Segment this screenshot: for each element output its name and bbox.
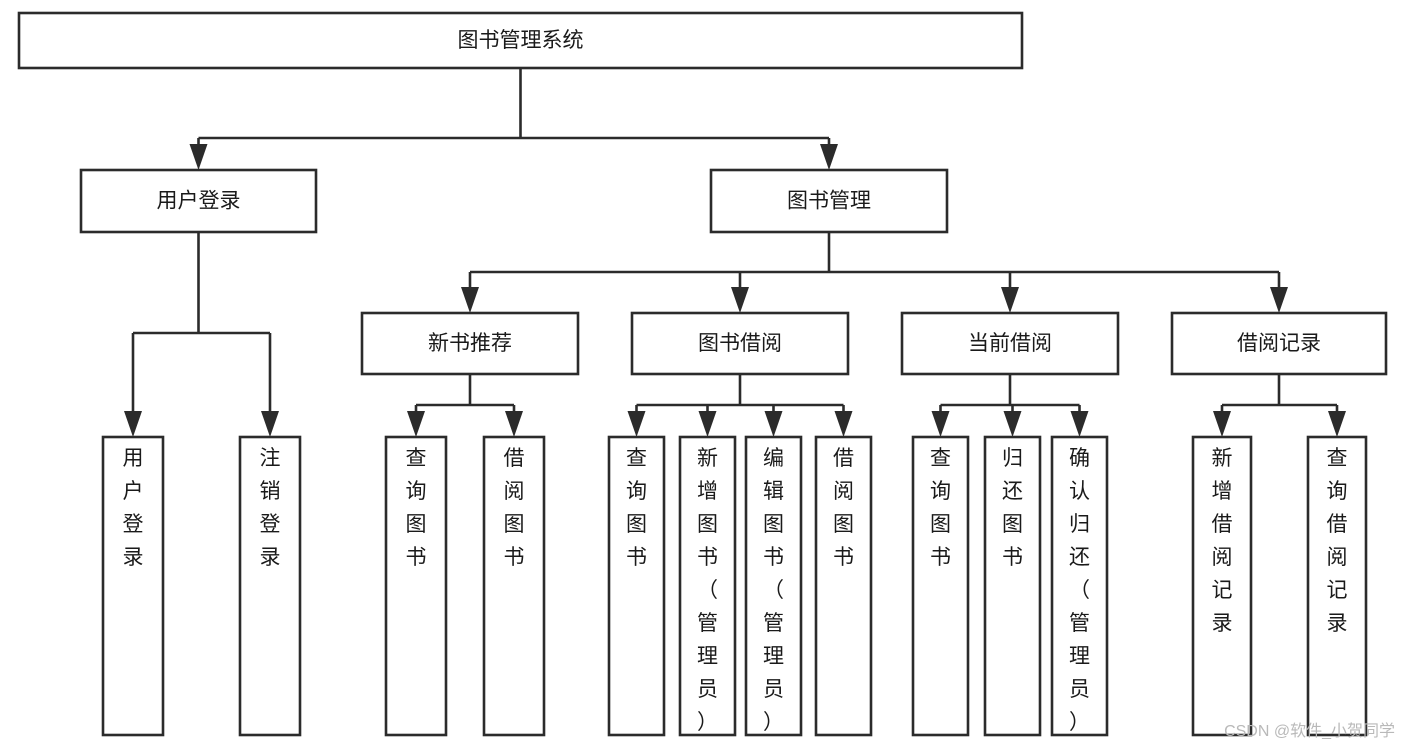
node-box-leaf-confirm-return-admin[interactable] bbox=[1050, 435, 1109, 737]
node-label-leaf-confirm-return-admin: 确认归还（管理员） bbox=[1069, 447, 1090, 734]
node-label-leaf-edit-book-admin: 编辑图书（管理员） bbox=[763, 447, 784, 734]
node-label-leaf-query-book-recommend: 查询图书 bbox=[406, 447, 427, 569]
node-label-leaf-query-book: 查询图书 bbox=[626, 447, 647, 569]
node-label-leaf-user-login: 用户登录 bbox=[123, 447, 144, 569]
node-label-leaf-borrow-book: 借阅图书 bbox=[833, 447, 854, 569]
node-box-current-borrow[interactable] bbox=[900, 311, 1120, 376]
node-label-leaf-return-book: 归还图书 bbox=[1002, 447, 1023, 569]
connector-root-to-book-management-arrowhead bbox=[820, 144, 838, 170]
node-label-leaf-query-book-current: 查询图书 bbox=[930, 447, 951, 569]
connector-borrow-record-to-leaf-add-borrow-record-arrowhead bbox=[1213, 411, 1231, 437]
node-box-leaf-query-book-recommend[interactable] bbox=[384, 435, 448, 737]
node-box-leaf-add-book-admin[interactable] bbox=[678, 435, 737, 737]
node-label-book-borrow: 图书借阅 bbox=[698, 332, 782, 355]
node-box-leaf-add-borrow-record[interactable] bbox=[1191, 435, 1253, 737]
node-box-leaf-query-book-current[interactable] bbox=[911, 435, 970, 737]
connector-book-borrow-to-leaf-add-book-admin-arrowhead bbox=[698, 411, 717, 437]
boxes-layer bbox=[17, 11, 1388, 737]
node-label-borrow-record: 借阅记录 bbox=[1237, 332, 1321, 355]
labels-layer: 图书管理系统用户登录图书管理新书推荐图书借阅当前借阅借阅记录用户登录注销登录查询… bbox=[123, 29, 1348, 734]
node-label-leaf-add-book-admin: 新增图书（管理员） bbox=[697, 447, 718, 734]
node-box-leaf-query-book[interactable] bbox=[607, 435, 666, 737]
node-label-book-management: 图书管理 bbox=[787, 190, 871, 213]
node-box-user-login[interactable] bbox=[79, 168, 318, 234]
connectors-layer bbox=[124, 68, 1346, 437]
node-box-book-borrow[interactable] bbox=[630, 311, 850, 376]
node-box-leaf-user-logout[interactable] bbox=[238, 435, 302, 737]
node-box-new-book-recommend[interactable] bbox=[360, 311, 580, 376]
connector-root-to-user-login-arrowhead bbox=[189, 144, 208, 170]
connector-user-login-to-leaf-user-login-arrowhead bbox=[124, 411, 142, 437]
node-box-leaf-edit-book-admin[interactable] bbox=[744, 435, 803, 737]
node-label-current-borrow: 当前借阅 bbox=[968, 332, 1052, 355]
connector-book-borrow-to-leaf-edit-book-admin-arrowhead bbox=[764, 411, 783, 437]
node-box-leaf-query-borrow-record[interactable] bbox=[1306, 435, 1368, 737]
node-label-leaf-query-borrow-record: 查询借阅记录 bbox=[1327, 447, 1348, 635]
node-box-book-management[interactable] bbox=[709, 168, 949, 234]
node-label-leaf-borrow-book-recommend: 借阅图书 bbox=[504, 447, 525, 569]
node-box-borrow-record[interactable] bbox=[1170, 311, 1388, 376]
connector-new-book-recommend-to-leaf-borrow-book-recommend-arrowhead bbox=[505, 411, 523, 437]
node-box-leaf-user-login[interactable] bbox=[101, 435, 165, 737]
node-label-root: 图书管理系统 bbox=[458, 29, 584, 52]
connector-book-management-to-borrow-record-arrowhead bbox=[1270, 287, 1288, 313]
connector-current-borrow-to-leaf-query-book-current-arrowhead bbox=[931, 411, 950, 437]
node-box-root[interactable] bbox=[17, 11, 1024, 70]
connector-book-management-to-current-borrow-arrowhead bbox=[1001, 287, 1019, 313]
connector-current-borrow-to-leaf-return-book-arrowhead bbox=[1003, 411, 1022, 437]
connector-book-borrow-to-leaf-borrow-book-arrowhead bbox=[834, 411, 853, 437]
connector-borrow-record-to-leaf-query-borrow-record-arrowhead bbox=[1328, 411, 1346, 437]
node-label-leaf-add-borrow-record: 新增借阅记录 bbox=[1212, 447, 1233, 635]
connector-book-management-to-book-borrow-arrowhead bbox=[731, 287, 749, 313]
connector-user-login-to-leaf-user-logout-arrowhead bbox=[261, 411, 279, 437]
node-label-user-login: 用户登录 bbox=[157, 190, 241, 213]
node-label-leaf-user-logout: 注销登录 bbox=[260, 447, 281, 569]
connector-book-management-to-new-book-recommend-arrowhead bbox=[461, 287, 479, 313]
connector-book-borrow-to-leaf-query-book-arrowhead bbox=[627, 411, 646, 437]
node-box-leaf-borrow-book[interactable] bbox=[814, 435, 873, 737]
connector-new-book-recommend-to-leaf-query-book-recommend-arrowhead bbox=[407, 411, 425, 437]
node-box-leaf-return-book[interactable] bbox=[983, 435, 1042, 737]
node-box-leaf-borrow-book-recommend[interactable] bbox=[482, 435, 546, 737]
node-label-new-book-recommend: 新书推荐 bbox=[428, 332, 512, 355]
connector-current-borrow-to-leaf-confirm-return-admin-arrowhead bbox=[1070, 411, 1089, 437]
